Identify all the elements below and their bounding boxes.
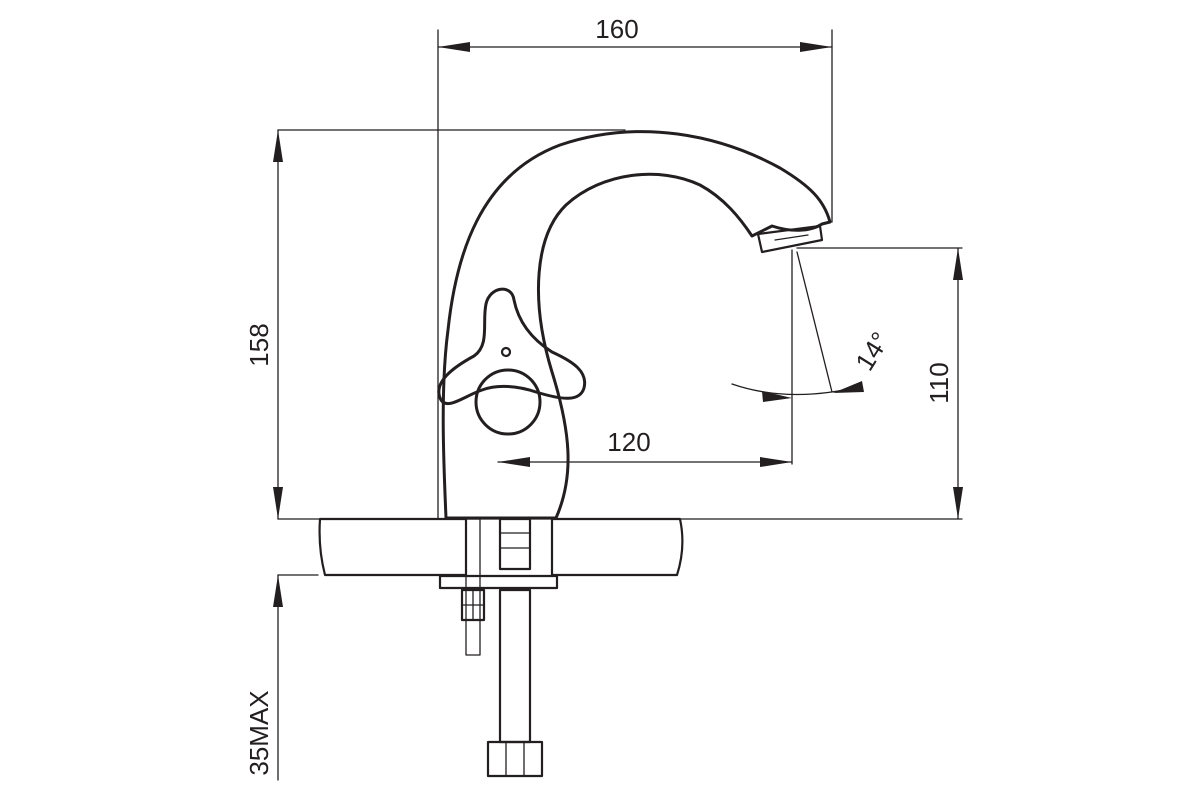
dim-label-35max: 35MAX <box>244 690 274 775</box>
dimension-max-35: 35MAX <box>244 574 283 781</box>
arrowhead <box>760 457 792 467</box>
countertop-section <box>277 517 963 577</box>
dimension-reach-120: 120 <box>497 249 793 467</box>
arrowhead <box>273 575 283 607</box>
arrowhead <box>762 391 792 402</box>
dim-label-110: 110 <box>924 362 954 403</box>
arrowhead <box>953 487 963 519</box>
dimension-height-158: 158 <box>244 129 626 520</box>
arrowhead <box>498 457 530 467</box>
dim-label-158: 158 <box>244 323 274 366</box>
dimension-width-160: 160 <box>437 14 833 519</box>
arrowhead <box>273 487 283 519</box>
faucet-handle <box>437 287 587 436</box>
arrowhead <box>953 248 963 280</box>
arrowhead <box>833 381 864 393</box>
dim-label-14-deg: 14° <box>849 327 895 376</box>
dimension-angle-14: 14° <box>731 251 896 402</box>
faucet-body <box>441 130 832 520</box>
dim-label-160: 160 <box>595 14 638 44</box>
arrowhead <box>438 42 470 52</box>
dimension-height-110: 110 <box>796 247 963 520</box>
mounting-hardware <box>438 517 559 778</box>
arrowhead <box>273 130 283 162</box>
arrowhead <box>800 42 832 52</box>
dim-label-120: 120 <box>607 427 650 457</box>
